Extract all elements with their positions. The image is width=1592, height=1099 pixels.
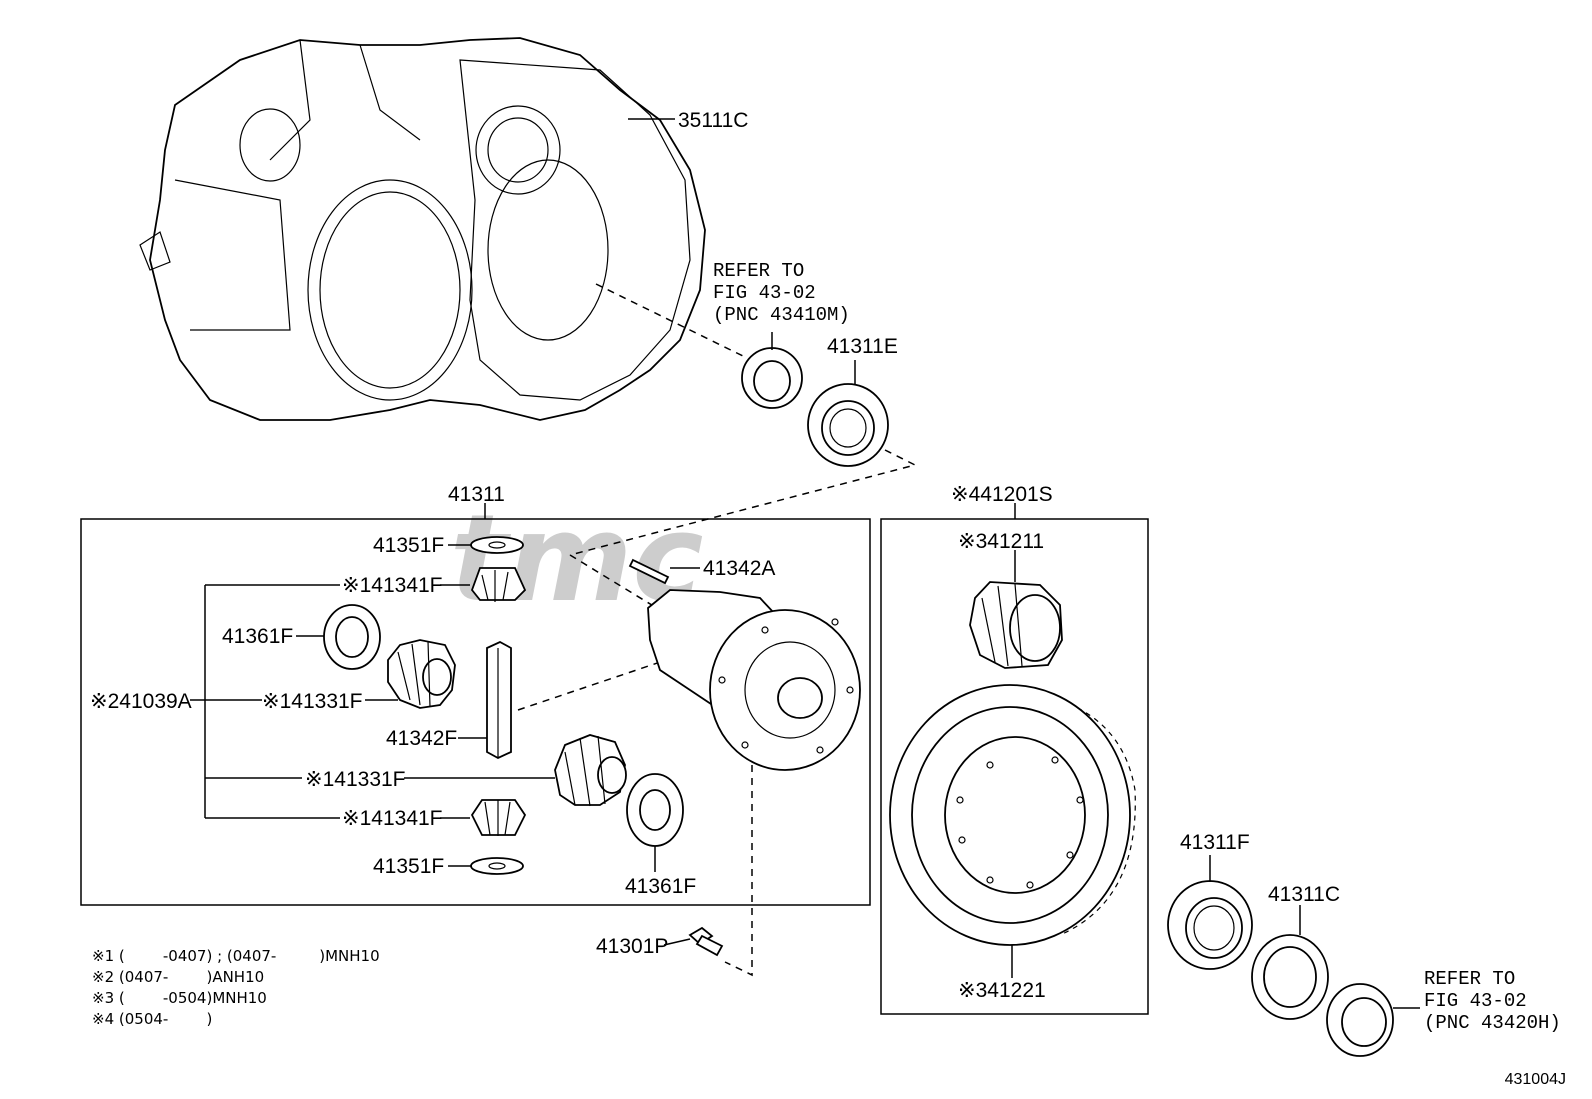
applicability-notes: ※1 ( -0407) ; (0407- )MNH10 ※2 (0407- )A…: [92, 946, 380, 1030]
differential-group-box: [80, 518, 871, 906]
svg-text:FIG 43-02: FIG 43-02: [713, 282, 816, 304]
shaft-41342F: [486, 640, 512, 760]
thrust-washer-41361F-bottom: [626, 773, 684, 847]
label-41361F-bottom[interactable]: 41361F: [625, 875, 696, 898]
label-41201S[interactable]: ※441201S: [951, 483, 1053, 506]
bearing-race-41311C: [1251, 934, 1329, 1020]
svg-text:(PNC 43420H): (PNC 43420H): [1424, 1012, 1561, 1034]
label-41351F-bottom[interactable]: 41351F: [373, 855, 444, 878]
label-41301P[interactable]: 41301P: [596, 935, 668, 958]
washer-41351F-top: [470, 536, 524, 554]
pin-41342A: [628, 558, 670, 585]
label-41342A[interactable]: 41342A: [703, 557, 775, 580]
pinion-gear-41341F-bottom: [470, 799, 527, 836]
drive-pinion-41211: [969, 581, 1063, 669]
svg-text:FIG 43-02: FIG 43-02: [1424, 990, 1527, 1012]
label-41311F[interactable]: 41311F: [1180, 831, 1250, 854]
label-41039A[interactable]: ※241039A: [90, 690, 192, 713]
differential-case: [647, 589, 861, 771]
side-gear-41331F-bottom: [554, 734, 627, 807]
note-4: ※4 (0504- ): [92, 1010, 213, 1028]
note-2: ※2 (0407- )ANH10: [92, 968, 265, 986]
side-gear-41331F-top: [387, 639, 456, 709]
oil-seal-bottom: [1326, 983, 1394, 1057]
note-3: ※3 ( -0504)MNH10: [92, 989, 267, 1007]
label-41311[interactable]: 41311: [448, 483, 505, 506]
label-41342F[interactable]: 41342F: [386, 727, 457, 750]
label-41221[interactable]: ※341221: [958, 979, 1046, 1002]
bearing-41311F: [1167, 880, 1253, 970]
bolt-41301P: [688, 926, 724, 957]
label-41331F-bottom[interactable]: ※141331F: [305, 768, 406, 791]
pinion-gear-41341F-top: [470, 567, 527, 602]
label-41211[interactable]: ※341211: [958, 530, 1044, 553]
washer-41351F-bottom: [470, 857, 524, 875]
refer-note-bottom[interactable]: REFER TO FIG 43-02 (PNC 43420H): [1424, 968, 1561, 1034]
ring-gear-41221: [889, 684, 1136, 946]
bearing-41311E: [807, 383, 889, 467]
svg-text:REFER TO: REFER TO: [713, 260, 804, 282]
label-41361F-left[interactable]: 41361F: [222, 625, 293, 648]
oil-seal-top: [741, 347, 803, 409]
figure-number: 431004J: [1504, 1071, 1566, 1088]
label-41311C[interactable]: 41311C: [1268, 883, 1340, 906]
label-35111C[interactable]: 35111C: [678, 109, 748, 132]
refer-note-top[interactable]: REFER TO FIG 43-02 (PNC 43410M): [713, 260, 850, 326]
label-41341F-bottom[interactable]: ※141341F: [342, 807, 443, 830]
svg-text:(PNC 43410M): (PNC 43410M): [713, 304, 850, 326]
label-41351F-top[interactable]: 41351F: [373, 534, 444, 557]
label-41331F-top[interactable]: ※141331F: [262, 690, 363, 713]
label-41341F-top[interactable]: ※141341F: [342, 574, 443, 597]
label-41311E[interactable]: 41311E: [827, 335, 898, 358]
transaxle-housing[interactable]: [139, 37, 706, 421]
thrust-washer-41361F-left: [323, 604, 381, 670]
svg-text:REFER TO: REFER TO: [1424, 968, 1515, 990]
note-1: ※1 ( -0407) ; (0407- )MNH10: [92, 947, 380, 965]
